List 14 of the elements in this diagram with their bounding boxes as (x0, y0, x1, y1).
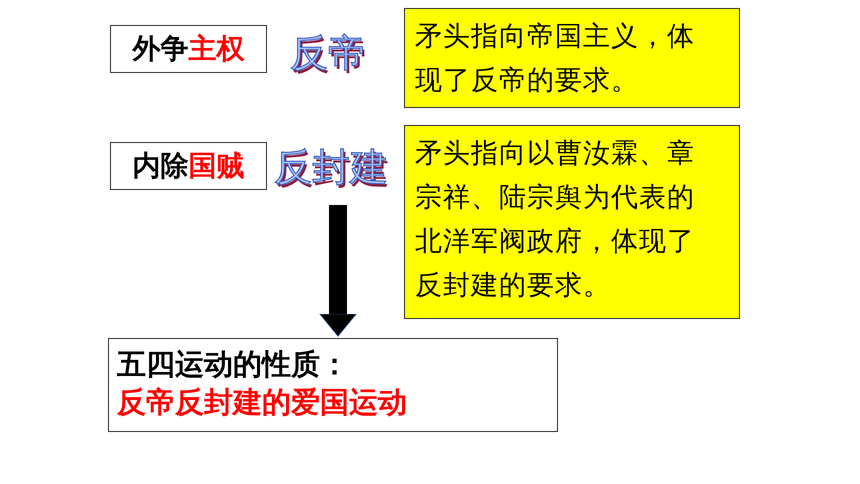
slogan-text: 反封建 (274, 144, 388, 191)
note-text: 矛头指向帝国主义，体现了反帝的要求。 (415, 20, 696, 98)
title-text: 内除国贼 (132, 148, 244, 184)
conclusion-box (108, 338, 558, 432)
note-text: 矛头指向以曹汝霖、章宗祥、陆宗舆为代表的北洋军阀政府，体现了反封建的要求。 (415, 137, 696, 303)
slogan-text: 反帝 (290, 30, 366, 77)
conclusion-text: 反帝反封建的爱国运动 (117, 384, 408, 421)
arrow (320, 205, 356, 336)
title-text: 外争主权 (132, 31, 244, 67)
note-box (404, 8, 740, 108)
title-box (110, 25, 267, 73)
title-box (110, 142, 267, 190)
heading-text: 五四运动的性质： (117, 346, 350, 383)
note-box (404, 125, 740, 319)
